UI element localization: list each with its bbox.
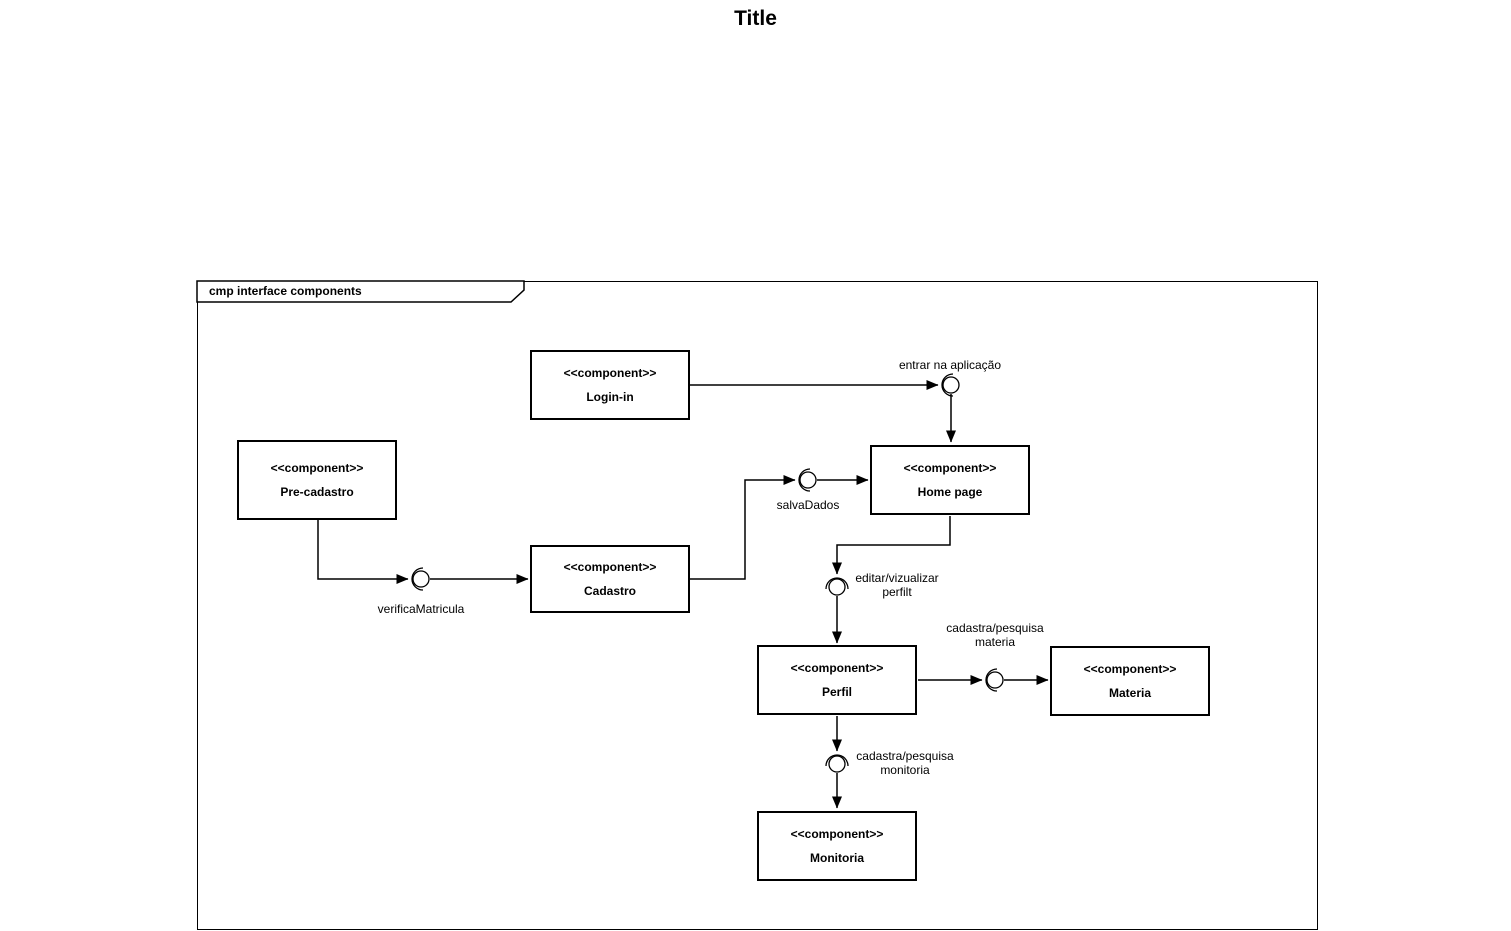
- component-name: Perfil: [821, 684, 852, 699]
- label-salva-dados: salvaDados: [776, 498, 840, 512]
- diagram-title: Title: [734, 7, 777, 30]
- component-name: Monitoria: [810, 850, 864, 865]
- uml-frame: [197, 281, 1318, 930]
- component-materia[interactable]: <<component>> Materia: [1050, 646, 1210, 716]
- component-cadastro[interactable]: <<component>> Cadastro: [530, 545, 690, 613]
- component-name: Login-in: [586, 389, 634, 404]
- label-editar-vizualizar-perfilt: editar/vizualizar perfilt: [855, 571, 939, 599]
- component-name: Home page: [917, 484, 983, 499]
- component-name: Cadastro: [583, 583, 636, 598]
- label-entrar-na-aplicacao: entrar na aplicação: [898, 358, 1002, 372]
- component-pre-cadastro[interactable]: <<component>> Pre-cadastro: [237, 440, 397, 520]
- component-stereotype: <<component>>: [1083, 661, 1177, 676]
- component-perfil[interactable]: <<component>> Perfil: [757, 645, 917, 715]
- component-stereotype: <<component>>: [790, 660, 884, 675]
- component-name: Pre-cadastro: [280, 484, 354, 499]
- label-cadastra-pesquisa-materia: cadastra/pesquisa materia: [946, 621, 1044, 649]
- label-cadastra-pesquisa-monitoria: cadastra/pesquisa monitoria: [856, 749, 954, 777]
- frame-label: cmp interface components: [209, 284, 362, 298]
- component-name: Materia: [1108, 685, 1152, 700]
- component-home-page[interactable]: <<component>> Home page: [870, 445, 1030, 515]
- component-stereotype: <<component>>: [790, 826, 884, 841]
- component-stereotype: <<component>>: [563, 365, 657, 380]
- component-monitoria[interactable]: <<component>> Monitoria: [757, 811, 917, 881]
- component-stereotype: <<component>>: [903, 460, 997, 475]
- component-stereotype: <<component>>: [563, 559, 657, 574]
- label-verifica-matricula: verificaMatricula: [377, 602, 465, 616]
- component-login-in[interactable]: <<component>> Login-in: [530, 350, 690, 420]
- component-stereotype: <<component>>: [270, 460, 364, 475]
